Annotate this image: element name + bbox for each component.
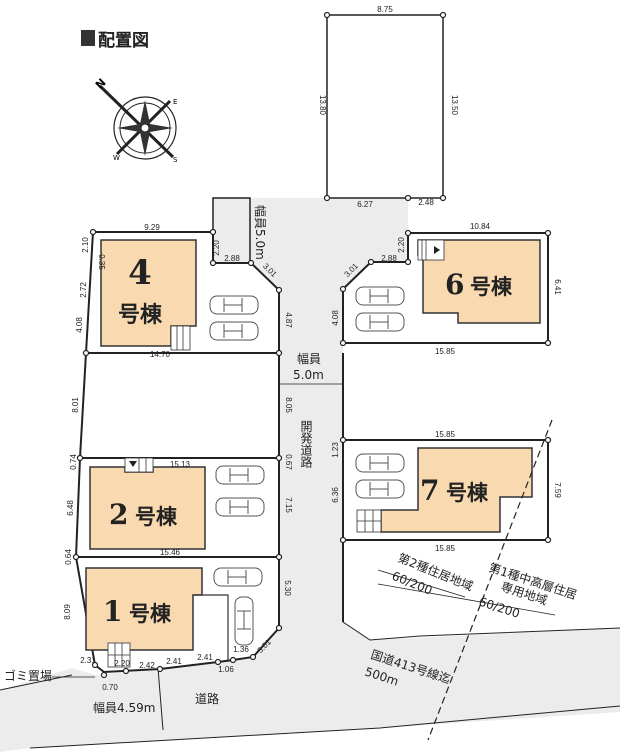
building-4-suffix: 号棟 — [118, 302, 163, 328]
dim-label: 13.80 — [318, 95, 327, 116]
building-1-suffix: 号棟 — [129, 602, 172, 626]
dim-label: 6.41 — [553, 279, 562, 295]
road-stub — [213, 198, 250, 263]
building-2-number: 2 — [109, 498, 128, 531]
dim-label: 1.23 — [331, 442, 340, 458]
dim-label: 2.88 — [381, 254, 397, 263]
dev-road-label: 開発道路 — [299, 420, 313, 469]
dim-label: 15.85 — [435, 347, 456, 356]
building-6-suffix: 号棟 — [470, 275, 513, 299]
compass-icon: N E W S — [93, 76, 178, 164]
dim-label: 4.08 — [331, 310, 340, 326]
dim-label: 2.20 — [212, 240, 221, 256]
compass-n: N — [93, 76, 109, 92]
compass-w: W — [113, 154, 120, 162]
compass-e: E — [173, 98, 177, 106]
compass-s: S — [173, 156, 178, 164]
front-road-width: 幅員4.59m — [93, 700, 155, 715]
front-road-label: 道路 — [195, 691, 219, 706]
building-7-number: 7 — [420, 474, 439, 507]
entrance-4 — [170, 325, 191, 351]
dim-label: 2.48 — [418, 198, 434, 207]
dim-label: 1.06 — [218, 665, 234, 674]
dim-label: 2.88 — [224, 254, 240, 263]
dim-label: 0.35 — [97, 254, 106, 270]
dim-label: 0.64 — [64, 549, 73, 565]
dev-road-width-value: 5.0m — [293, 368, 324, 382]
dim-label: 6.48 — [66, 500, 75, 516]
title-marker — [81, 30, 95, 46]
dim-label: 8.09 — [63, 604, 72, 620]
dim-label: 7.15 — [284, 497, 293, 513]
entrance-2 — [124, 457, 154, 473]
dim-label: 5.30 — [283, 580, 292, 596]
dim-label: 10.84 — [470, 222, 491, 231]
dim-label: 2.31 — [80, 656, 96, 665]
dim-label: 0.70 — [102, 683, 118, 692]
building-7[interactable] — [380, 447, 533, 533]
dim-label: 14.70 — [150, 350, 171, 359]
dim-label: 2.72 — [79, 282, 88, 298]
development-road — [250, 198, 408, 640]
dim-label: 7.59 — [553, 482, 562, 498]
building-1-number: 1 — [103, 595, 122, 628]
stub-road-width: 幅員5.0m — [253, 205, 268, 260]
dev-road-width-label: 幅員 — [297, 351, 321, 366]
building-6-number: 6 — [445, 268, 464, 301]
dim-label: 6.27 — [357, 200, 373, 209]
page-title: 配置図 — [98, 31, 149, 51]
dim-label: 0.74 — [69, 454, 78, 470]
entrance-7 — [356, 509, 382, 533]
zoning-boundary — [427, 419, 553, 741]
building-7-suffix: 号棟 — [446, 481, 489, 505]
dim-label: 2.41 — [197, 653, 213, 662]
dim-label: 9.29 — [144, 223, 160, 232]
parcel-north — [326, 14, 444, 199]
garbage-area-label: ゴミ置場 — [4, 668, 52, 683]
dim-label: 2.41 — [166, 657, 182, 666]
dim-label: 15.85 — [435, 430, 456, 439]
dim-label: 4.08 — [75, 317, 84, 333]
dim-label: 2.20 — [397, 237, 406, 253]
building-2-suffix: 号棟 — [135, 505, 178, 529]
dim-label: 6.36 — [331, 487, 340, 503]
dim-label: 2.20 — [114, 659, 130, 668]
dim-label: 2.10 — [81, 237, 90, 253]
dim-label: 8.05 — [284, 397, 293, 413]
dim-label: 13.50 — [450, 95, 459, 116]
survey-points — [72, 11, 552, 679]
zoning-right-ratio: 60/200 — [477, 595, 521, 621]
dim-label: 1.36 — [233, 645, 249, 654]
dim-label: 0.67 — [284, 454, 293, 470]
dim-label: 2.42 — [139, 661, 155, 670]
lot-vacant — [78, 352, 280, 459]
dim-label: 15.46 — [160, 548, 181, 557]
dim-label: 4.87 — [284, 312, 293, 328]
building-4-number: 4 — [128, 253, 152, 293]
dim-label: 15.13 — [170, 460, 191, 469]
entrance-1 — [107, 642, 131, 668]
dim-label: 15.85 — [435, 544, 456, 553]
entrance-6 — [417, 239, 445, 261]
dim-label: 8.75 — [377, 5, 393, 14]
dim-label: 8.01 — [71, 397, 80, 413]
front-road — [0, 628, 620, 752]
